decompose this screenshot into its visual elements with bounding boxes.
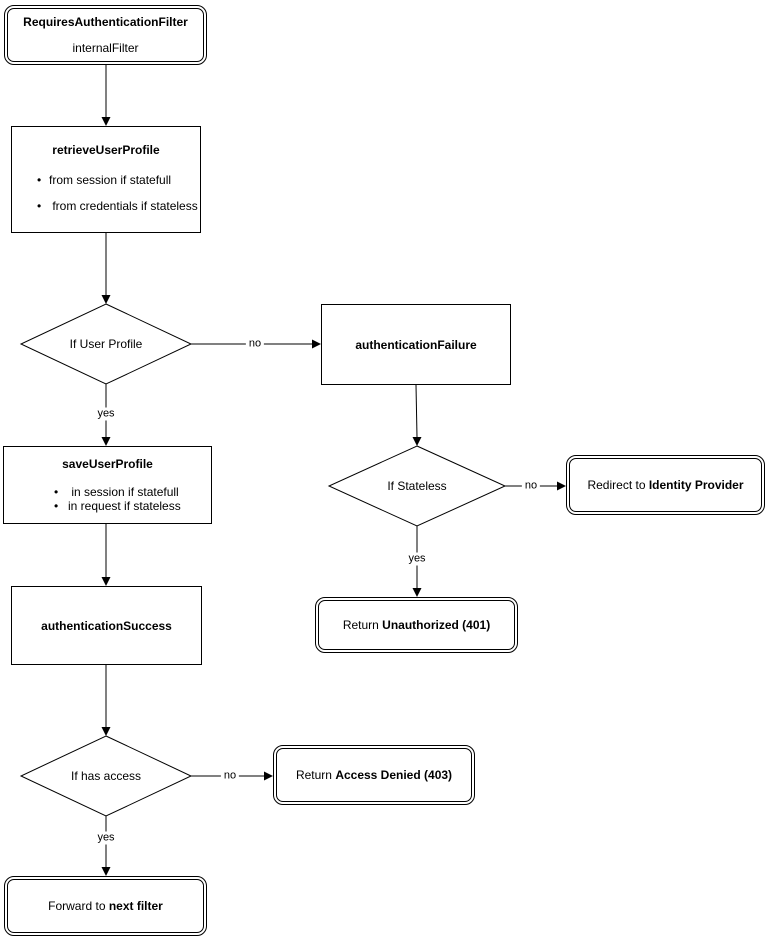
arrowhead-icon bbox=[557, 481, 566, 491]
node-title: authenticationSuccess bbox=[41, 618, 172, 633]
edge-label-yes: yes bbox=[94, 831, 118, 845]
label-emphasis: Access Denied (403) bbox=[335, 768, 453, 782]
label-prefix: Return bbox=[295, 768, 336, 782]
arrowhead-icon bbox=[101, 295, 111, 304]
arrowhead-icon bbox=[412, 437, 422, 446]
node-title: retrieveUserProfile bbox=[52, 143, 160, 157]
bullet-item: in session if statefull bbox=[4, 485, 211, 499]
node-return-unauthorized: Return Unauthorized (401) bbox=[315, 597, 518, 653]
node-label: Forward to next filter bbox=[48, 899, 163, 913]
node-return-access-denied: Return Access Denied (403) bbox=[273, 745, 475, 805]
label-emphasis: next filter bbox=[108, 899, 163, 913]
bullet-text: from session if statefull bbox=[49, 173, 172, 187]
decision-if-stateless-shape bbox=[327, 445, 507, 527]
label-prefix: Redirect to bbox=[587, 478, 649, 492]
node-forward-next-filter: Forward to next filter bbox=[4, 876, 207, 936]
arrowhead-icon bbox=[101, 577, 111, 586]
node-label: Return Unauthorized (401) bbox=[343, 618, 490, 632]
label-emphasis: Identity Provider bbox=[648, 478, 744, 492]
label-emphasis: Unauthorized (401) bbox=[382, 618, 491, 632]
arrowhead-icon bbox=[312, 339, 321, 349]
label-prefix: Forward to bbox=[48, 899, 109, 913]
edge-label-yes: yes bbox=[94, 407, 118, 421]
bullet-text: in session if statefull bbox=[68, 485, 179, 499]
arrowhead-icon bbox=[101, 867, 111, 876]
node-save-user-profile: saveUserProfile in session if statefull … bbox=[3, 446, 212, 524]
node-subtitle: internalFilter bbox=[72, 41, 139, 55]
arrowhead-icon bbox=[101, 117, 111, 126]
arrowhead-icon bbox=[264, 771, 273, 781]
edge-label-no: no bbox=[521, 479, 541, 493]
arrowhead-icon bbox=[101, 727, 111, 736]
node-title: saveUserProfile bbox=[62, 457, 153, 471]
node-retrieve-user-profile: retrieveUserProfile from session if stat… bbox=[11, 126, 201, 233]
node-label: Return Access Denied (403) bbox=[296, 768, 452, 782]
decision-if-has-access-shape bbox=[19, 735, 193, 817]
bullet-item: from session if statefull bbox=[12, 173, 200, 187]
node-authentication-failure: authenticationFailure bbox=[321, 304, 511, 385]
bullet-text: from credentials if stateless bbox=[49, 199, 198, 213]
edge-failure-to-if-stateless bbox=[415, 384, 418, 438]
node-authentication-success: authenticationSuccess bbox=[11, 586, 202, 665]
bullet-text: in request if stateless bbox=[68, 499, 181, 513]
arrowhead-icon bbox=[101, 437, 111, 446]
node-title: authenticationFailure bbox=[355, 337, 477, 352]
edge-label-no: no bbox=[220, 769, 240, 783]
decision-if-user-profile-shape bbox=[19, 303, 193, 385]
edge-label-no: no bbox=[245, 337, 265, 351]
node-label: Redirect to Identity Provider bbox=[587, 478, 743, 492]
arrowhead-icon bbox=[412, 588, 422, 597]
node-title: RequiresAuthenticationFilter bbox=[23, 15, 188, 29]
decision-if-has-access-label: If has access bbox=[70, 769, 142, 783]
decision-if-user-profile-label: If User Profile bbox=[69, 337, 143, 351]
node-redirect-identity-provider: Redirect to Identity Provider bbox=[566, 455, 765, 515]
bullet-item: from credentials if stateless bbox=[12, 199, 200, 213]
label-prefix: Return bbox=[342, 618, 383, 632]
decision-if-stateless-label: If Stateless bbox=[387, 479, 447, 493]
edge-label-yes: yes bbox=[405, 552, 429, 566]
node-requires-authentication-filter: RequiresAuthenticationFilter internalFil… bbox=[4, 5, 207, 65]
bullet-item: in request if stateless bbox=[4, 499, 211, 513]
